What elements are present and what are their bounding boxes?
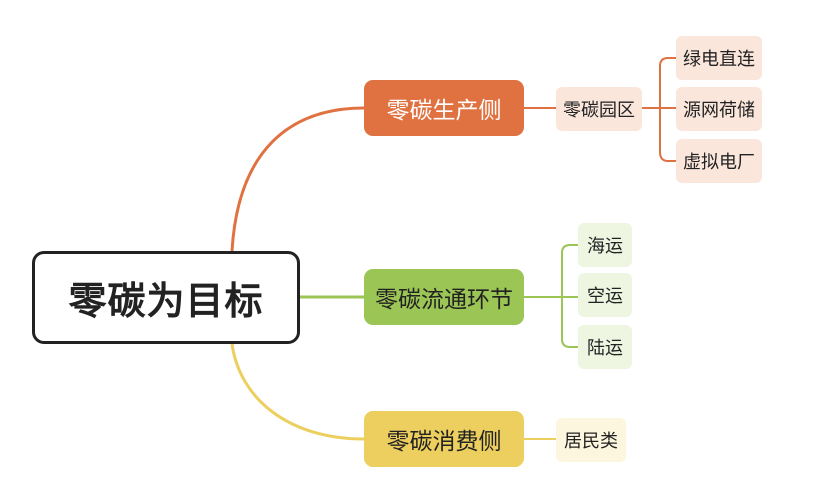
leaf-virtual-power-plant[interactable]: 虚拟电厂 xyxy=(676,139,762,183)
leaf-air-transport[interactable]: 空运 xyxy=(578,273,632,317)
connector-circulation-leaves xyxy=(524,244,578,348)
leaf-residents[interactable]: 居民类 xyxy=(556,418,626,462)
connector-root-consumption xyxy=(230,343,365,441)
branch-circulation[interactable]: 零碳流通环节 xyxy=(364,269,524,325)
root-node[interactable]: 零碳为目标 xyxy=(32,251,300,344)
leaf-sea-transport[interactable]: 海运 xyxy=(578,223,632,267)
connector-park-leaves xyxy=(642,57,676,162)
leaf-land-transport[interactable]: 陆运 xyxy=(578,325,632,369)
branch-consumption[interactable]: 零碳消费侧 xyxy=(364,411,524,467)
branch-production[interactable]: 零碳生产侧 xyxy=(364,80,524,136)
connector-root-production xyxy=(230,106,365,252)
sub-zero-carbon-park[interactable]: 零碳园区 xyxy=(556,87,642,131)
leaf-source-grid-load-storage[interactable]: 源网荷储 xyxy=(676,87,762,131)
leaf-green-power-direct[interactable]: 绿电直连 xyxy=(676,36,762,80)
